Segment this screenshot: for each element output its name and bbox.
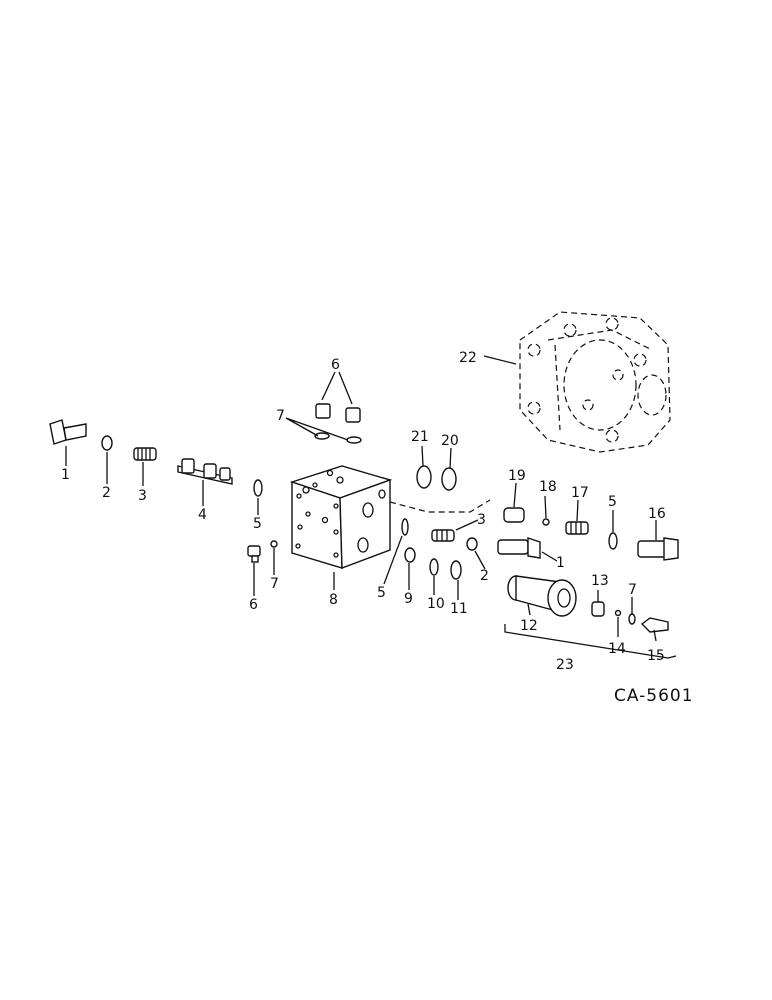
callout-5-left: 5	[253, 516, 262, 532]
cap-13	[591, 601, 605, 617]
callout-19: 19	[508, 468, 526, 484]
callout-2-left: 2	[102, 485, 111, 501]
callout-16: 16	[648, 506, 666, 522]
spring-3-right	[431, 529, 455, 542]
pump-housing-22	[519, 311, 671, 453]
callout-7-right: 7	[628, 582, 637, 598]
o-ring-11	[450, 560, 462, 580]
plug-1-right	[497, 537, 541, 559]
callout-3-left: 3	[138, 488, 147, 504]
callout-7-left: 7	[270, 576, 279, 592]
callout-20: 20	[441, 433, 459, 449]
washer-2-right	[466, 537, 478, 551]
piston-19	[503, 507, 525, 523]
callout-23: 23	[556, 657, 574, 673]
callout-9: 9	[404, 591, 413, 607]
o-ring-7-left	[270, 540, 278, 548]
callout-5-right: 5	[608, 494, 617, 510]
valve-body-8	[289, 465, 393, 569]
callout-14: 14	[608, 641, 626, 657]
plug-16	[637, 537, 679, 561]
ball-18	[542, 518, 550, 526]
seal-20	[441, 467, 457, 491]
o-rings-7-top	[314, 432, 362, 444]
callout-10: 10	[427, 596, 445, 612]
callout-6-left: 6	[249, 597, 258, 613]
o-ring-5-mid	[401, 518, 409, 536]
callout-12: 12	[520, 618, 538, 634]
poppet-15	[640, 617, 669, 633]
callout-11: 11	[450, 601, 468, 617]
callout-1-right: 1	[556, 555, 565, 571]
callout-8: 8	[329, 592, 338, 608]
spool-4	[177, 458, 233, 485]
valve-12	[507, 575, 577, 617]
plug-1-left	[49, 419, 87, 445]
callout-22: 22	[459, 350, 477, 366]
callout-1-left: 1	[61, 467, 70, 483]
callout-15: 15	[647, 648, 665, 664]
o-ring-10	[429, 558, 439, 576]
plugs-6-top	[315, 403, 361, 423]
spring-17	[565, 521, 589, 535]
callout-2-right: 2	[480, 568, 489, 584]
spring-3-left	[133, 447, 157, 461]
callout-21: 21	[411, 429, 429, 445]
callout-3-right: 3	[477, 512, 486, 528]
callout-6-top: 6	[331, 357, 340, 373]
callout-18: 18	[539, 479, 557, 495]
seal-21	[416, 465, 432, 489]
washer-9	[404, 547, 416, 563]
callout-13: 13	[591, 573, 609, 589]
washer-2-left	[101, 435, 113, 451]
o-ring-7-right	[628, 613, 636, 625]
plug-6-left	[247, 545, 261, 563]
callout-7-top: 7	[276, 408, 285, 424]
drawing-code: CA-5601	[614, 686, 694, 706]
callout-17: 17	[571, 485, 589, 501]
o-ring-5-right	[608, 532, 618, 550]
leader-lines	[65, 355, 677, 659]
callout-5-mid: 5	[377, 585, 386, 601]
ball-14	[614, 609, 622, 617]
callout-4: 4	[198, 507, 207, 523]
o-ring-5-left	[253, 479, 263, 497]
